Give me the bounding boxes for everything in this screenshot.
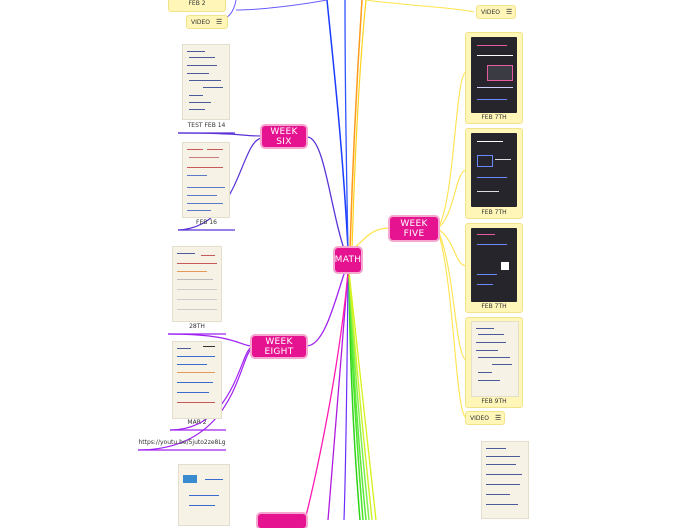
caption-feb-7th-3: FEB 7TH bbox=[466, 303, 522, 310]
note-image-28th[interactable] bbox=[172, 246, 222, 322]
caption-mar-2: MAR 2 bbox=[168, 419, 226, 426]
root-label: MATH bbox=[335, 255, 362, 265]
video-tag-label: VIDEO bbox=[191, 19, 210, 26]
caption-test-feb-14: TEST FEB 14 bbox=[178, 122, 235, 129]
dark-note-image-3 bbox=[471, 228, 517, 302]
branch-week-six[interactable]: WEEK SIX bbox=[262, 126, 306, 147]
note-image-mar-2[interactable] bbox=[172, 341, 222, 419]
caption-feb-9th: FEB 9TH bbox=[466, 398, 522, 405]
feb-9th-card[interactable]: FEB 9TH bbox=[465, 317, 523, 408]
caption-feb-7th-2: FEB 7TH bbox=[466, 209, 522, 216]
caption-feb-16: FEB 16 bbox=[178, 219, 235, 226]
menu-icon: ☰ bbox=[495, 414, 501, 422]
feb-7th-card-1[interactable]: FEB 7TH bbox=[465, 32, 523, 124]
feb-2-card[interactable]: FEB 2 bbox=[168, 0, 226, 12]
root-node-math[interactable]: MATH bbox=[335, 248, 361, 272]
caption-feb-7th-1: FEB 7TH bbox=[466, 114, 522, 121]
feb-7th-card-2[interactable]: FEB 7TH bbox=[465, 128, 523, 219]
note-image-test-feb-14[interactable] bbox=[182, 44, 230, 120]
feb-2-caption: FEB 2 bbox=[169, 0, 225, 7]
week-six-label: WEEK SIX bbox=[262, 127, 306, 147]
menu-icon: ☰ bbox=[216, 18, 222, 26]
branch-week-eight[interactable]: WEEK EIGHT bbox=[252, 336, 306, 357]
branch-week-five[interactable]: WEEK FIVE bbox=[390, 217, 438, 240]
caption-28th: 28TH bbox=[168, 323, 226, 330]
video-tag-week-five-label: VIDEO bbox=[470, 415, 489, 422]
note-image-feb-9th bbox=[471, 321, 519, 397]
week-five-label: WEEK FIVE bbox=[390, 219, 438, 239]
video-tag-week-five-top[interactable]: VIDEO ☰ bbox=[476, 5, 516, 19]
note-image-bottom-right[interactable] bbox=[481, 441, 529, 519]
dark-note-image-1 bbox=[471, 37, 517, 113]
video-tag-top-left[interactable]: VIDEO ☰ bbox=[186, 15, 228, 29]
video-tag-week-five-top-label: VIDEO bbox=[481, 9, 500, 16]
note-image-bottom[interactable] bbox=[178, 464, 230, 526]
video-link[interactable]: https://youtu.be/5juto2ze8Lg bbox=[138, 439, 226, 446]
dark-note-image-2 bbox=[471, 133, 517, 207]
video-tag-week-five[interactable]: VIDEO ☰ bbox=[465, 411, 505, 425]
feb-7th-card-3[interactable]: FEB 7TH bbox=[465, 223, 523, 313]
menu-icon: ☰ bbox=[506, 8, 512, 16]
week-eight-label: WEEK EIGHT bbox=[252, 337, 306, 357]
note-image-feb-16[interactable] bbox=[182, 142, 230, 218]
branch-partial-bottom[interactable] bbox=[258, 514, 306, 528]
